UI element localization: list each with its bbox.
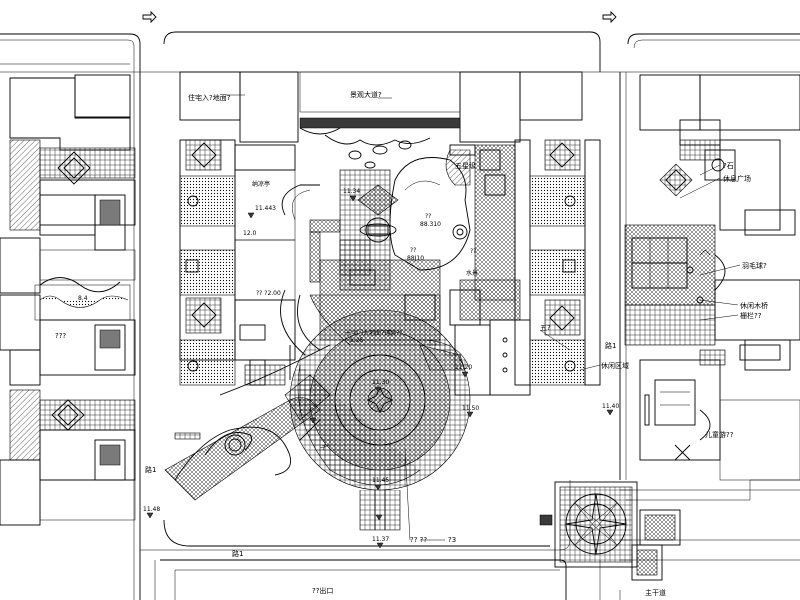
label-five-q: 五? (540, 324, 551, 332)
label-elev-1145: 11.45 (372, 477, 389, 484)
label-left-q1: ??? (55, 332, 66, 340)
label-elev-1130: 11.30 (372, 379, 389, 386)
label-center-b: 88.310 (420, 221, 441, 228)
label-rect-1: ?? (470, 248, 476, 255)
label-note-plaza: 十字门入地面?铺装?? (345, 329, 403, 337)
label-mid-tag: ? (322, 444, 326, 452)
label-note-mid: ?? ?2.00 (256, 290, 281, 297)
leader-lines (225, 94, 741, 541)
label-road-1a: 路1 (145, 465, 156, 474)
label-elev-1137: 11.37 (372, 536, 389, 543)
label-right-low-a: 休闲区域 (601, 361, 629, 370)
label-top-left-note: 住宅入?地面? (188, 93, 231, 102)
label-note-plaza-2: 1:25 (350, 337, 364, 344)
elevation-markers (146, 195, 614, 549)
curved-path-left (164, 397, 321, 501)
label-elev-1120: 11.20 (455, 364, 472, 371)
label-left-tag: 8.4 (78, 295, 88, 302)
label-elev-1150: 11.50 (462, 405, 479, 412)
label-elev-1148: 11.48 (143, 506, 160, 513)
label-road-1c: 路1 (605, 341, 616, 350)
north-arrow-right-icon (602, 10, 617, 24)
label-road-1b: 路1 (232, 549, 243, 558)
label-note-left-panel: 纳凉亭 (252, 180, 270, 188)
label-center-a: ?? (425, 213, 431, 220)
label-bottom: ??出口 (312, 586, 333, 595)
label-elev-1143: 11.443 (255, 205, 276, 212)
label-right-small-b: 88J10 (407, 255, 424, 262)
left-buildings (0, 74, 136, 526)
label-rect-2: 水景 (466, 269, 478, 277)
label-right-mid-a: 羽毛球? (742, 261, 767, 270)
label-elev-1140: 11.40 (602, 403, 619, 410)
label-top-right-a: 五星级 (455, 161, 476, 170)
label-bottom-small: ?3 (448, 536, 456, 544)
label-bottom-q: ?? ?? (410, 536, 427, 544)
label-right-top-b: 休息广场 (723, 174, 751, 183)
north-arrow-left-icon (142, 10, 157, 24)
top-strip (179, 71, 583, 169)
label-top-center-note: 景观大道? (350, 90, 382, 99)
compass-plaza (554, 481, 681, 581)
label-bottom-right: 主干道 (645, 588, 666, 597)
label-right-top-a: ?石 (723, 162, 734, 170)
drawing-labels: 住宅入?地面? 景观大道? 五星级 11.34 11.443 12.0 ?? 8… (55, 90, 768, 597)
label-elev-120: 12.0 (243, 230, 257, 237)
label-right-small-a: ?? (410, 247, 416, 254)
right-side-area (624, 74, 800, 481)
label-elev-1134: 11.34 (343, 188, 360, 195)
label-right-mid-b: 休闲木桥 (740, 301, 768, 310)
label-right-mid-c: 栅栏?? (740, 311, 762, 320)
label-right-low-b: 儿童游?? (705, 430, 734, 439)
